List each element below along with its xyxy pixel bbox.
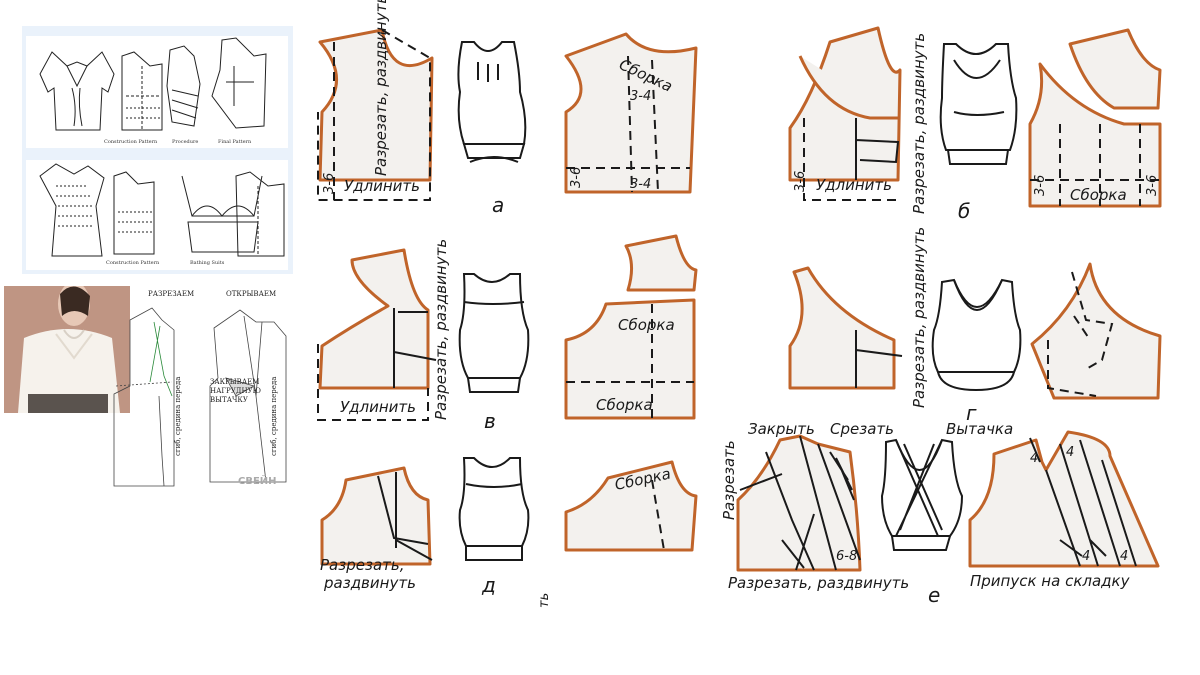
panel-v-letter: в: [484, 409, 496, 433]
panel-e-n1: 4: [1030, 451, 1038, 466]
panel-v-cut-label: Разрезать, раздвинуть: [432, 239, 450, 420]
procedure-sketch: [166, 45, 201, 127]
panel-g-letter: г: [966, 401, 977, 425]
caption-bathing-suits: Bathing Suits: [190, 260, 225, 266]
panel-e: Закрыть Срезать Разрезать 6-8 Разрезать,…: [720, 420, 1160, 607]
panel-g: Разрезать, раздвинуть г: [788, 227, 1162, 425]
panel-a-m3: 3-4: [630, 177, 651, 192]
label-center-front-1: сгиб, средина переда: [174, 377, 182, 456]
panel-e-pattern-right: [968, 430, 1160, 568]
panel-g-pattern-right: [1030, 262, 1162, 400]
panel-e-cut-label: Разрезать: [720, 440, 738, 520]
bodice-pattern-sketch: [235, 171, 285, 257]
panel-b-pattern-top-right: [1068, 28, 1162, 110]
construction-pattern-2-sketch: [113, 171, 155, 255]
bathing-suit-sketch: [181, 175, 263, 253]
photo-pattern-drawing: РАЗРЕЗАЕМ ОТКРЫВАЕМ ЗАКРЫВАЕМ НАГРУДНУЮ …: [4, 282, 287, 487]
caption-procedure: Procedure: [172, 139, 198, 145]
label-center-front-2: сгиб, средина переда: [270, 377, 278, 456]
blouse-sketch: [39, 51, 115, 131]
panel-e-cut-spread-label: Разрезать, раздвинуть: [728, 574, 909, 592]
panel-a: Разрезать, раздвинуть Удлинить 3-6 а Сбо…: [317, 0, 698, 217]
caption-construction-pattern-2: Construction Pattern: [106, 260, 160, 266]
panel-a-lengthen-label: Удлинить: [344, 177, 420, 195]
panel-b-gather-label: Сборка: [1070, 186, 1127, 204]
panel-e-n2: 4: [1066, 445, 1074, 460]
panel-a-pattern-right: [564, 32, 698, 194]
panel-b-garment: [939, 43, 1018, 151]
panel-b: Удлинить 3-6 Разрезать, раздвинуть б Сбо…: [788, 26, 1162, 223]
panel-a-m2: 3-4: [630, 89, 651, 104]
panel-e-trim-label: Срезать: [830, 420, 894, 438]
panel-a-m1: 3-6: [322, 173, 337, 194]
pattern-cut-sketch: [113, 307, 175, 487]
panel-v-gather-top: Сборка: [618, 316, 675, 334]
panel-b-letter: б: [958, 199, 970, 223]
panel-b-m3: 3-6: [1145, 175, 1160, 196]
panel-d-stray: ть: [537, 593, 552, 608]
panel-d: Разрезать, раздвинуть д ть Сборка: [320, 457, 698, 608]
panel-g-cut-label: Разрезать, раздвинуть: [910, 227, 928, 408]
panel-d-cut-label: Разрезать, раздвинуть: [320, 556, 416, 592]
panel-g-pattern-left: [788, 266, 896, 390]
caption-final-pattern: Final Pattern: [218, 139, 252, 145]
puff-sleeve-sketch: [39, 163, 105, 257]
panel-b-cut-label: Разрезать, раздвинуть: [910, 33, 928, 214]
label-cut: РАЗРЕЗАЕМ: [148, 290, 194, 298]
panel-b-m1: 3-6: [793, 171, 808, 192]
reference-sheet-top-drawing: Construction Pattern Procedure Final Pat…: [26, 36, 288, 270]
panel-v: Удлинить Разрезать, раздвинуть в Сборка …: [317, 234, 698, 433]
panel-d-letter: д: [481, 573, 496, 597]
panel-a-garment: [457, 41, 527, 145]
panel-e-n4: 4: [1120, 549, 1128, 564]
panel-v-pattern-left: [318, 248, 430, 390]
panel-b-lengthen-label: Удлинить: [816, 176, 892, 194]
label-close-dart: ЗАКРЫВАЕМ НАГРУДНУЮ ВЫТАЧКУ: [210, 378, 263, 404]
panel-a-m4: 3-6: [569, 167, 584, 188]
panel-e-letter: е: [928, 583, 940, 607]
panel-e-close-label: Закрыть: [748, 420, 815, 438]
reference-sheet-top: Construction Pattern Procedure Final Pat…: [22, 26, 293, 274]
panel-e-n3: 4: [1082, 549, 1090, 564]
panel-g-garment: [931, 278, 1022, 373]
panel-d-pattern-right: [564, 460, 698, 552]
panel-a-letter: а: [492, 193, 504, 217]
panel-v-gather-bottom: Сборка: [596, 396, 653, 414]
watermark: СВЕЙН: [238, 474, 277, 487]
panel-b-m2: 3-6: [1033, 175, 1048, 196]
panel-v-garment: [458, 273, 530, 379]
pattern-open-sketch: [209, 309, 287, 483]
panel-e-dart-label: Вытачка: [946, 420, 1013, 438]
label-open: ОТКРЫВАЕМ: [226, 290, 276, 298]
panel-a-pattern-left: [318, 28, 434, 182]
panel-e-fold-label: Припуск на складку: [970, 572, 1131, 590]
panel-e-garment: [880, 438, 964, 537]
panel-v-pattern-top-right: [624, 234, 698, 292]
panel-e-pattern-left: [736, 434, 862, 572]
photo-pattern-sheet: РАЗРЕЗАЕМ ОТКРЫВАЕМ ЗАКРЫВАЕМ НАГРУДНУЮ …: [4, 282, 294, 491]
panel-b-pattern-bottom-right: [1028, 62, 1162, 208]
panel-a-cut-label: Разрезать, раздвинуть: [372, 0, 390, 176]
caption-construction-pattern: Construction Pattern: [104, 139, 158, 145]
panel-d-garment: [458, 457, 530, 547]
final-pattern-sketch: [211, 37, 267, 129]
pattern-diagram: .pat { fill:#f3f1ee; stroke:#c0642a; str…: [317, 0, 1162, 608]
panel-v-lengthen-label: Удлинить: [340, 398, 416, 416]
model-photo: [4, 282, 130, 413]
construction-pattern-sketch: [121, 51, 163, 131]
panel-e-measure: 6-8: [836, 549, 857, 564]
